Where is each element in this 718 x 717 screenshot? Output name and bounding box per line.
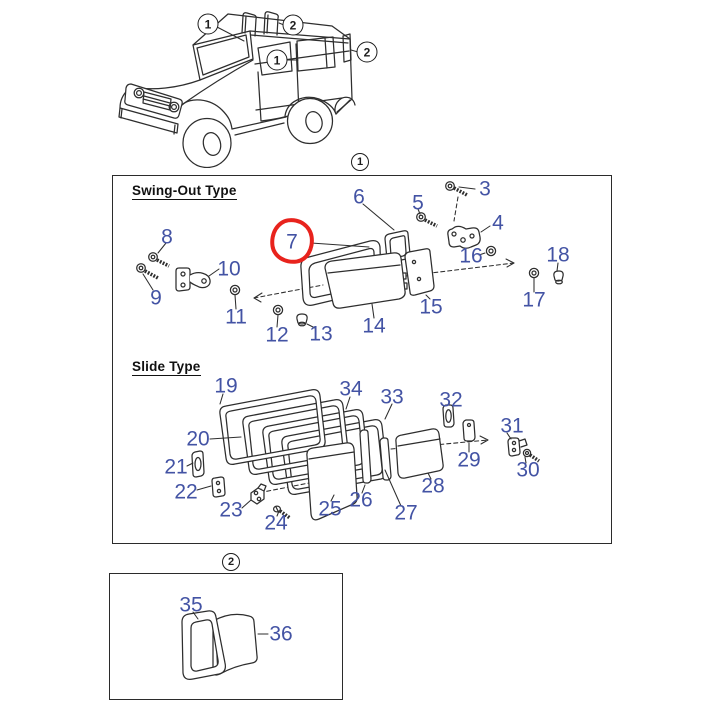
vehicle-callout-2-rear: 2 [356, 41, 378, 63]
headlight-right [168, 101, 180, 113]
seal-parts-drawing [181, 610, 269, 680]
callout-22: 22 [174, 480, 198, 504]
callout-23: 23 [219, 498, 243, 522]
part-14-glass-panel [324, 252, 406, 309]
callout-33: 33 [380, 385, 404, 409]
callout-9: 9 [150, 286, 162, 310]
part-27-strip [379, 437, 392, 481]
part-25-glass-panel [306, 442, 358, 521]
callout-18: 18 [546, 243, 570, 267]
callout-24: 24 [264, 511, 288, 535]
part-31-bracket [507, 437, 528, 457]
grille-slats [142, 91, 172, 111]
part-35-weatherstrip [181, 610, 226, 680]
door-window [257, 41, 293, 76]
callout-36: 36 [269, 622, 293, 646]
callout-21: 21 [164, 455, 188, 479]
callout-11: 11 [225, 305, 247, 329]
windshield [192, 30, 254, 81]
part-30-screw [522, 448, 540, 463]
seal-leader-lines [192, 611, 269, 635]
front-bumper [118, 107, 179, 134]
callout-26: 26 [349, 488, 373, 512]
callout-8: 8 [161, 225, 173, 249]
part-15-glass-panel [404, 248, 435, 296]
swing-leader-lines [142, 186, 559, 329]
callout-13: 13 [309, 322, 333, 346]
callout-6: 6 [353, 185, 365, 209]
seal-parts-box: 35 36 [109, 573, 343, 700]
callout-19: 19 [214, 374, 238, 398]
headlight-left [133, 87, 145, 99]
callout-16: 16 [459, 244, 483, 268]
part-22-plate [211, 476, 226, 498]
rear-fender [284, 96, 337, 117]
part-26-strip [359, 429, 372, 484]
part-28-glass-panel [395, 428, 444, 479]
callout-32: 32 [439, 388, 463, 412]
slide-leader-lines [186, 393, 527, 517]
section-marker-1: 1 [351, 153, 369, 171]
callout-17: 17 [522, 288, 546, 312]
callout-12: 12 [265, 323, 289, 347]
far-wheel-arc [334, 96, 356, 113]
swing-out-title: Swing-Out Type [132, 183, 237, 200]
callout-15: 15 [419, 295, 443, 319]
callout-20: 20 [186, 427, 210, 451]
slide-type-title: Slide Type [132, 359, 201, 376]
slide-type-box: Slide Type 19 20 21 22 23 24 25 26 27 28… [112, 352, 612, 544]
section-marker-2: 2 [222, 553, 240, 571]
part-24-screw [272, 505, 292, 520]
front-wheel [182, 117, 232, 168]
part-32-clip [442, 404, 455, 428]
part-5-bolt [416, 212, 438, 228]
part-9-bolt [136, 263, 159, 280]
swing-out-parts-drawing [136, 181, 564, 329]
vehicle-callout-1-front: 1 [197, 13, 219, 35]
callout-14: 14 [362, 314, 386, 338]
vehicle-callout-1-side: 1 [266, 49, 288, 71]
part-4-hinge-bracket [447, 225, 481, 249]
callout-29: 29 [457, 448, 481, 472]
front-fender [181, 99, 233, 130]
rear-wheel [286, 97, 334, 145]
part-3-bolt [445, 181, 468, 197]
callout-27: 27 [394, 501, 418, 525]
callout-3: 3 [479, 177, 491, 201]
part-29-pad [462, 419, 476, 442]
part-8-bolt [148, 252, 170, 268]
vehicle-overview-drawing [118, 11, 359, 168]
callout-10: 10 [217, 257, 241, 281]
slide-parts-drawing [186, 388, 540, 521]
callout-5: 5 [412, 191, 424, 215]
part-23-bracket [250, 483, 267, 505]
callout-4: 4 [492, 211, 504, 235]
part-18-clip [553, 270, 564, 285]
callout-25: 25 [318, 497, 342, 521]
callout-34: 34 [339, 377, 363, 401]
part-13-clip [296, 313, 308, 327]
vehicle-callout-2-roof: 2 [282, 14, 304, 36]
swing-out-type-box: Swing-Out Type 3 4 5 6 7 8 9 10 11 12 13… [112, 175, 612, 354]
front-hub [202, 132, 222, 156]
part-10-hinge-arm [175, 267, 211, 292]
rocker-lines [231, 99, 351, 136]
part-12-nut [272, 304, 284, 316]
roof-vent-windows [241, 11, 279, 37]
callout-35: 35 [179, 593, 203, 617]
part-17-nut [528, 267, 540, 279]
callout-31: 31 [500, 414, 524, 438]
vehicle-leader-lines [216, 22, 359, 61]
rear-side-window [296, 36, 336, 72]
callout-30: 30 [516, 458, 540, 482]
part-21-grommet [191, 450, 205, 478]
rear-hub [305, 111, 323, 133]
callout-7: 7 [286, 230, 298, 254]
part-16-nut [485, 245, 497, 257]
part-11-nut [229, 284, 241, 296]
callout-28: 28 [421, 474, 445, 498]
